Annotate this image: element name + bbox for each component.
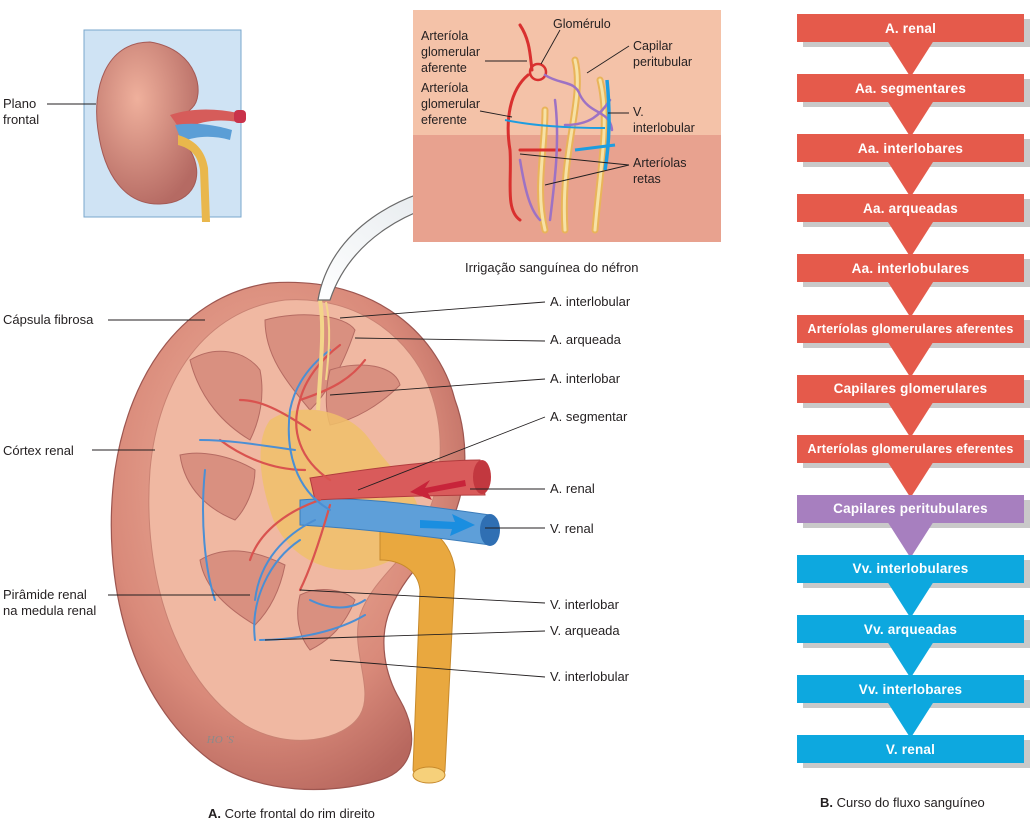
flow-step-artery: Aa. segmentares <box>797 74 1024 103</box>
flow-step-vein: Vv. interlobulares <box>797 554 1024 583</box>
label-a-renal: A. renal <box>550 481 595 496</box>
flow-arrow <box>887 581 934 618</box>
flow-arrow <box>887 41 934 78</box>
label-a-arqueada: A. arqueada <box>550 332 621 347</box>
flow-arrow <box>887 702 934 739</box>
label-a-interlobar: A. interlobar <box>550 371 621 386</box>
label-v-interlobular-nephron: V. interlobular <box>633 105 695 135</box>
kidney-section: S. OH <box>110 281 500 791</box>
flow-arrow <box>887 341 934 378</box>
nephron-inset <box>413 10 721 242</box>
flow-step-artery: Aa. interlobares <box>797 134 1024 163</box>
flow-step-artery: A. renal <box>797 14 1024 42</box>
label-plano-frontal: Plano frontal <box>3 96 40 127</box>
flow-step-artery: Capilares glomerulares <box>797 374 1024 403</box>
label-v-interlobar: V. interlobar <box>550 597 619 612</box>
label-v-arqueada: V. arqueada <box>550 623 620 638</box>
flow-arrow <box>887 101 934 138</box>
flow-step-artery: Aa. interlobulares <box>797 254 1024 283</box>
flow-step-artery: Arteríolas glomerulares aferentes <box>797 314 1024 343</box>
flow-step-vein: V. renal <box>797 735 1024 764</box>
label-piramide-renal: Pirâmide renal na medula renal <box>3 587 97 618</box>
caption-a-letter: A. <box>208 806 221 821</box>
flow-arrow <box>887 161 934 198</box>
caption-a-text: Corte frontal do rim direito <box>224 806 375 821</box>
flow-step-artery: Aa. arqueadas <box>797 194 1024 223</box>
label-glomerulo: Glomérulo <box>553 17 611 31</box>
label-cortex-renal: Córtex renal <box>3 443 74 458</box>
leader-lines <box>47 29 630 678</box>
label-arteriola-aferente: Arteríola glomerular aferente <box>421 29 481 75</box>
label-arteriola-eferente: Arteríola glomerular eferente <box>421 81 481 127</box>
caption-a: A. Corte frontal do rim direito <box>208 806 375 821</box>
flow-step-capillary: Capilares peritubulares <box>797 494 1024 523</box>
label-v-renal: V. renal <box>550 521 594 536</box>
flow-step-artery: Arteríolas glomerulares eferentes <box>797 434 1024 463</box>
flow-step-vein: Vv. interlobares <box>797 675 1024 704</box>
flow-arrow <box>887 642 934 679</box>
flow-arrow <box>887 461 934 498</box>
label-a-interlobular: A. interlobular <box>550 294 631 309</box>
label-capsula-fibrosa: Cápsula fibrosa <box>3 312 94 327</box>
flow-step-vein: Vv. arqueadas <box>797 615 1024 643</box>
flow-arrow <box>887 521 934 558</box>
inset-kidney <box>83 29 246 222</box>
label-a-segmentar: A. segmentar <box>550 409 628 424</box>
flow-arrow <box>887 221 934 258</box>
caption-b: B. Curso do fluxo sanguíneo <box>820 795 985 810</box>
label-capilar-peritubular: Capilar peritubular <box>633 39 693 69</box>
caption-b-letter: B. <box>820 795 833 810</box>
label-arteriolas-retas: Arteríolas retas <box>633 156 687 186</box>
artist-signature: S. OH <box>206 733 234 745</box>
caption-b-text: Curso do fluxo sanguíneo <box>836 795 985 810</box>
caption-nephron: Irrigação sanguínea do néfron <box>465 260 639 275</box>
label-v-interlobular: V. interlobular <box>550 669 630 684</box>
flow-arrow <box>887 281 934 318</box>
flow-arrow <box>887 401 934 438</box>
